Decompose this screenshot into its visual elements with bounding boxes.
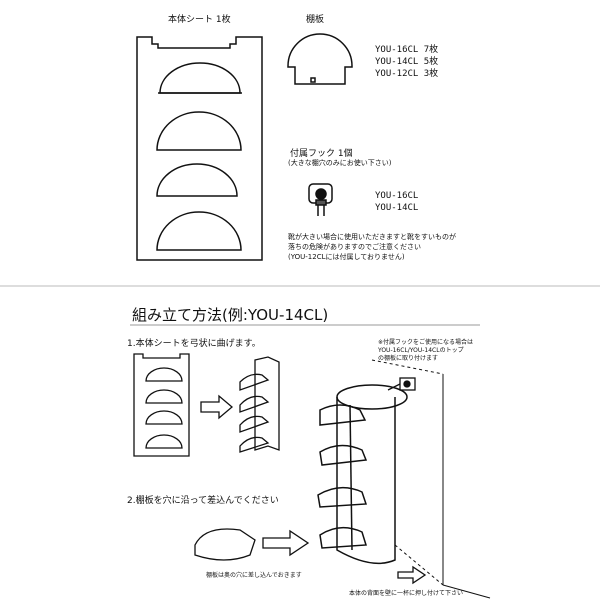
body-sheet-drawing [136,36,263,261]
body-sheet-label: 本体シート 1枚 [168,15,231,25]
wall-lines [371,359,491,599]
hook-drawing [308,183,333,216]
shelf-count-12: YOU-12CL 3枚 [375,69,439,79]
hook-note: (大きな棚穴のみにお使い下さい) [288,159,392,167]
shelf-count-14: YOU-14CL 5枚 [375,57,439,67]
shelf-label: 棚板 [306,15,325,25]
hook-tip: ※付属フックをご使用になる場合は YOU-16CL/YOU-14CLのトップ の… [378,339,473,363]
step2-shelf [194,528,256,561]
shelf-drawing [287,33,353,85]
step2-arrow [262,529,310,557]
assembled-tower [317,384,408,565]
hook-model-16: YOU-16CL [375,191,419,201]
shelf-count-16: YOU-16CL 7枚 [375,45,439,55]
push-arrow [397,565,427,585]
hook-tip-line: YOU-16CL/YOU-14CLのトップ [378,347,464,354]
hook-tip-line: の棚板に取り付けます [378,355,439,362]
warning-line: 靴が大きい場合に使用いただきますと靴をすいものが [288,233,456,241]
step1-label: 1.本体シートを弓状に曲げます。 [127,339,261,349]
tower-hook [387,377,416,391]
step1-flat-sheet [133,353,190,457]
step2-label: 2.棚板を穴に沿って差込んでください [127,496,279,506]
step1-arrow [200,394,234,420]
warning-line: 落ちの危険がありますのでご注意ください [288,243,421,251]
shelf-insert-note: 棚板は奥の穴に差し込んでおきます [206,572,302,579]
hook-tip-line: ※付属フックをご使用になる場合は [378,339,474,346]
hook-model-14: YOU-14CL [375,203,419,213]
hook-model-list: YOU-16CL YOU-14CL [375,190,418,214]
wall-note: 本体の背面を壁に一杯に押し付けて下さい [349,590,464,597]
hook-warning: 靴が大きい場合に使用いただきますと靴をすいものが 落ちの危険がありますのでご注意… [288,232,456,262]
shelf-count-list: YOU-16CL 7枚 YOU-14CL 5枚 YOU-12CL 3枚 [375,44,438,80]
hook-label: 付属フック 1個 [290,149,353,159]
step1-bent-sheet [239,356,280,453]
warning-line: (YOU-12CLには付属しておりません) [288,253,405,261]
assembly-title: 組み立て方法(例:YOU-14CL) [132,306,329,324]
